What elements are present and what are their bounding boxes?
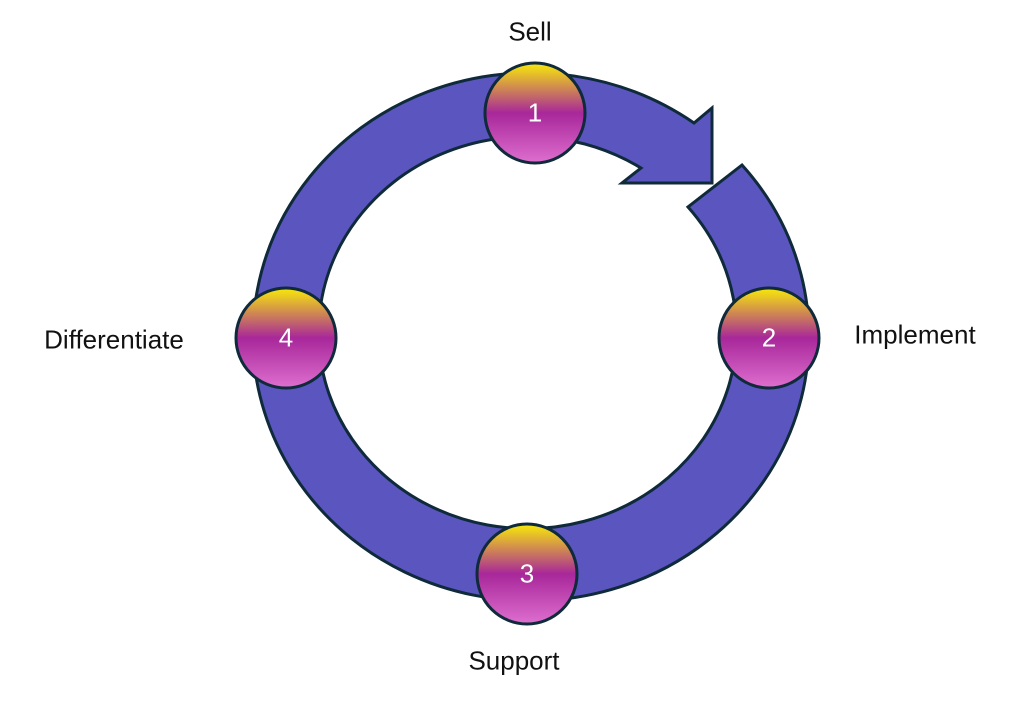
cycle-arrow-ring xyxy=(251,71,811,603)
step-1-number: 1 xyxy=(527,97,543,128)
step-1-label: Sell xyxy=(508,16,552,47)
step-2-label: Implement xyxy=(854,319,976,350)
step-2-badge xyxy=(717,286,821,390)
step-3-badge xyxy=(475,522,579,626)
step-4-badge xyxy=(234,286,338,390)
step-4-label: Differentiate xyxy=(44,324,184,355)
step-1-badge xyxy=(483,61,587,165)
step-3-label: Support xyxy=(468,645,560,676)
step-3-number: 3 xyxy=(519,558,535,589)
step-4-number: 4 xyxy=(278,322,294,353)
step-2-number: 2 xyxy=(761,322,777,353)
